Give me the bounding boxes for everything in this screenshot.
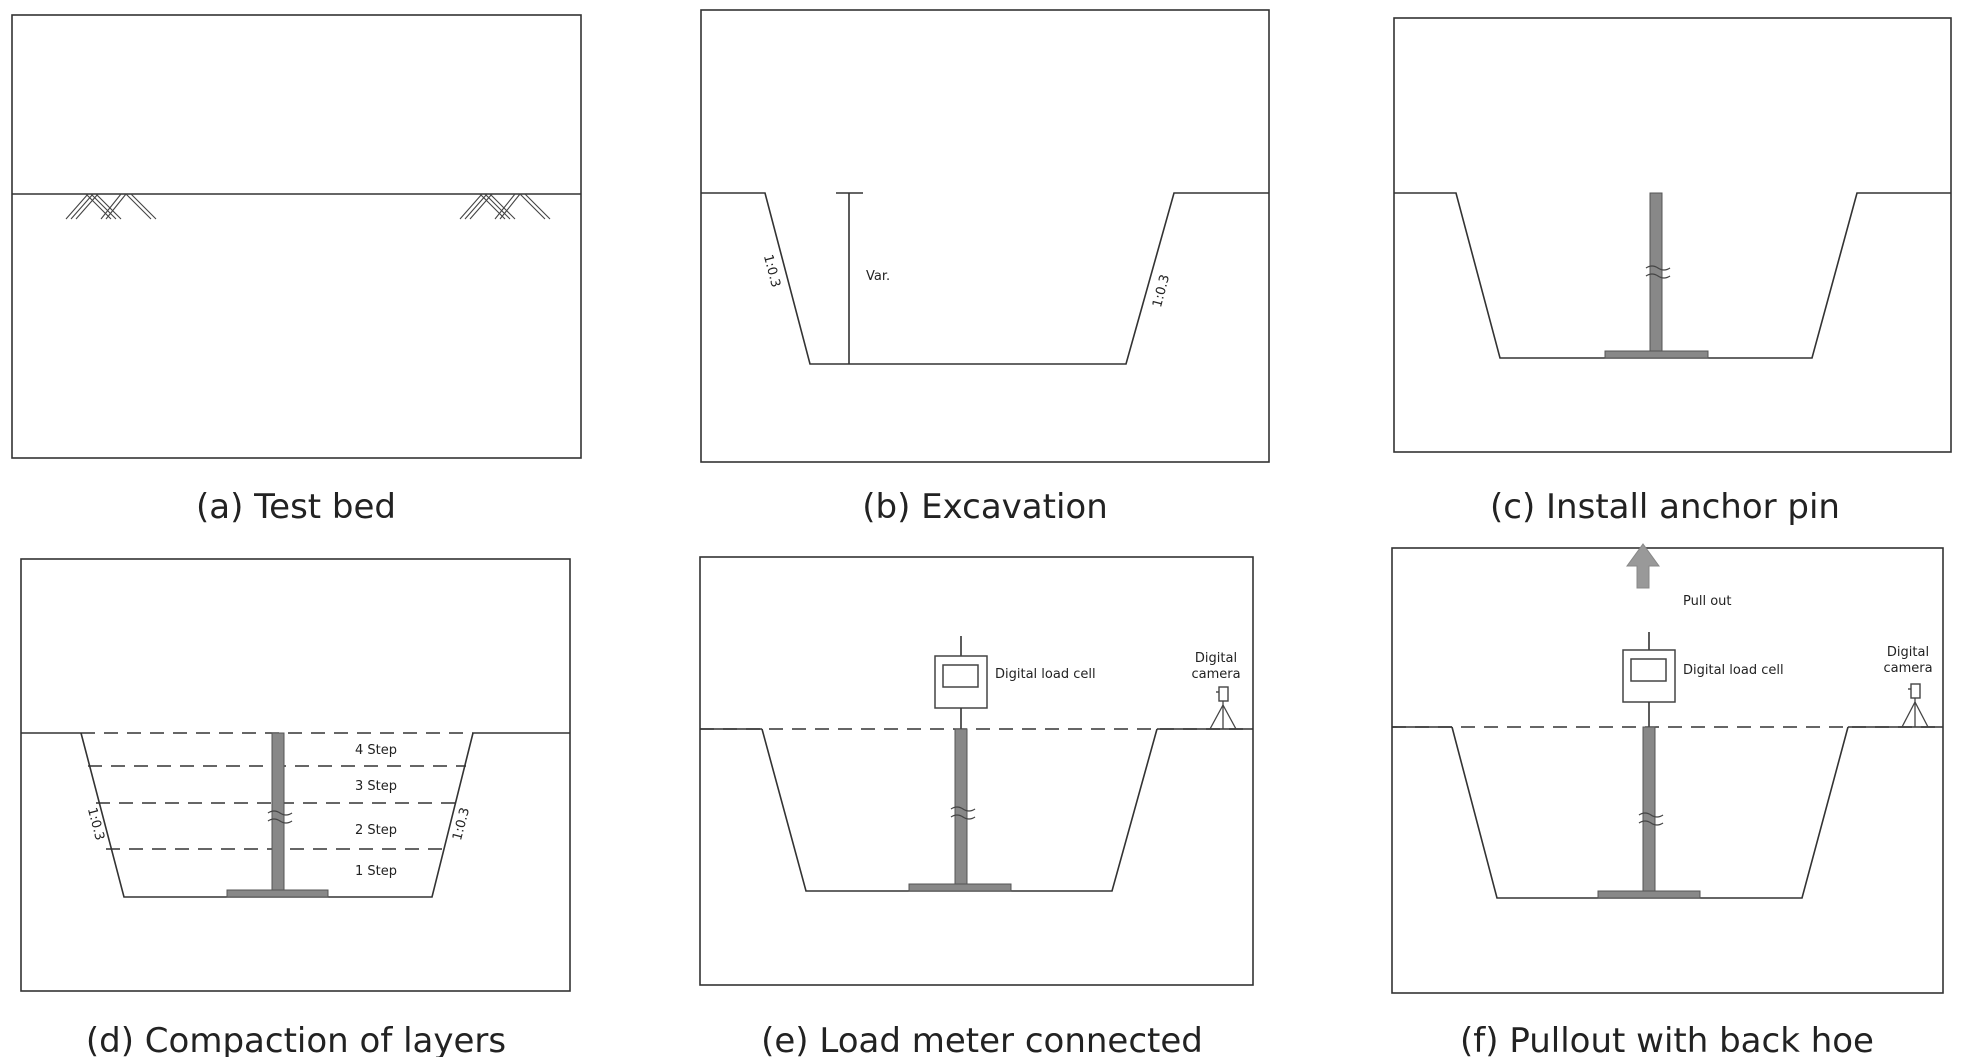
load-cell-display xyxy=(1630,658,1667,682)
camera-label-line2: camera xyxy=(1191,667,1240,682)
panel-c-frame xyxy=(1393,17,1952,453)
load-cell-label: Digital load cell xyxy=(1683,663,1784,678)
caption-b: (b) Excavation xyxy=(862,487,1108,527)
anchor-plate xyxy=(1597,890,1701,899)
ground-hatch-right xyxy=(459,193,551,220)
load-cell-label: Digital load cell xyxy=(995,667,1096,682)
panel-a-frame xyxy=(11,14,582,459)
break-symbol xyxy=(1645,265,1671,279)
excavation-profile xyxy=(1394,192,1951,359)
panel-a-test-bed: (a) Test bed xyxy=(11,14,582,527)
load-cell-display xyxy=(942,664,979,688)
anchor-plate xyxy=(1604,350,1709,359)
break-symbol xyxy=(950,806,976,820)
digital-camera-tripod xyxy=(1209,686,1237,730)
caption-e: (e) Load meter connected xyxy=(761,1021,1203,1057)
slope-label-right: 1:0.3 xyxy=(1150,273,1173,309)
anchor-plate xyxy=(226,889,329,898)
ground-hatch-left xyxy=(65,193,157,220)
panel-b-frame xyxy=(700,9,1270,463)
caption-c: (c) Install anchor pin xyxy=(1490,487,1840,527)
camera-label-line2: camera xyxy=(1883,661,1932,676)
caption-d: (d) Compaction of layers xyxy=(86,1021,506,1057)
panel-b-excavation: Var. 1:0.3 1:0.3 (b) Excavation xyxy=(700,9,1270,527)
panel-f-pullout: Pull out Digital load cell Digital camer… xyxy=(1391,543,1944,1061)
step-label-4: 4 Step xyxy=(355,743,397,758)
step-label-3: 3 Step xyxy=(355,779,397,794)
panel-c-install-anchor: (c) Install anchor pin xyxy=(1393,17,1952,527)
panel-d-compaction: 4 Step 3 Step 2 Step 1 Step 1:0.3 1:0.3 … xyxy=(20,558,571,1061)
step-label-1: 1 Step xyxy=(355,864,397,879)
slope-label-left: 1:0.3 xyxy=(84,806,107,842)
excavation-profile xyxy=(701,192,1269,365)
pull-out-label: Pull out xyxy=(1683,594,1732,609)
panel-e-frame xyxy=(699,556,1254,986)
caption-a: (a) Test bed xyxy=(196,487,396,527)
anchor-rod xyxy=(1642,726,1656,892)
depth-label: Var. xyxy=(866,269,890,284)
anchor-plate xyxy=(908,883,1012,892)
slope-label-left: 1:0.3 xyxy=(760,253,783,289)
anchor-rod xyxy=(1649,192,1663,352)
panel-d-frame xyxy=(20,558,571,992)
break-symbol xyxy=(1638,812,1664,826)
camera-label-line1: Digital xyxy=(1887,645,1929,660)
digital-camera-tripod xyxy=(1901,683,1929,728)
step-label-2: 2 Step xyxy=(355,823,397,838)
panel-e-load-meter: Digital load cell Digital camera (e) Loa… xyxy=(699,556,1254,1061)
break-symbol xyxy=(267,810,293,824)
caption-f: (f) Pullout with back hoe xyxy=(1460,1021,1874,1057)
panel-f-frame xyxy=(1391,547,1944,994)
camera-label-line1: Digital xyxy=(1195,651,1237,666)
pull-out-arrow xyxy=(1626,543,1660,589)
